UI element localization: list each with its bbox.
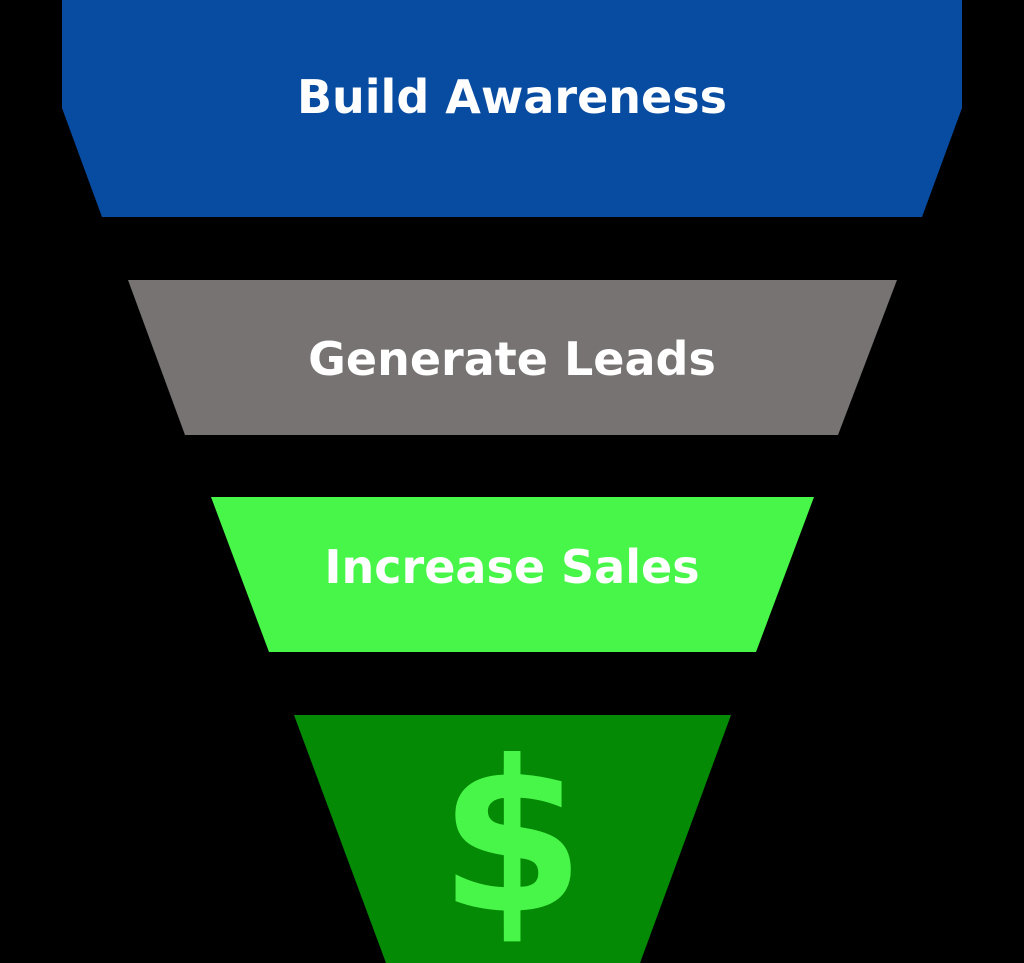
stage-shape [128, 280, 897, 435]
stage-label: Generate Leads [308, 332, 716, 386]
stage-label: Build Awareness [297, 70, 727, 124]
dollar-sign-icon: $ [439, 716, 585, 961]
stage-shape [211, 497, 814, 652]
funnel-stage-increase-sales: Increase Sales [211, 497, 814, 652]
stage-label: Increase Sales [324, 540, 699, 594]
funnel-stage-build-awareness: Build Awareness [62, 0, 962, 217]
stage-shape [294, 715, 731, 963]
stage-shape [62, 0, 962, 217]
funnel-stage-generate-leads: Generate Leads [128, 280, 897, 435]
funnel-stage-revenue: $ [294, 715, 731, 963]
